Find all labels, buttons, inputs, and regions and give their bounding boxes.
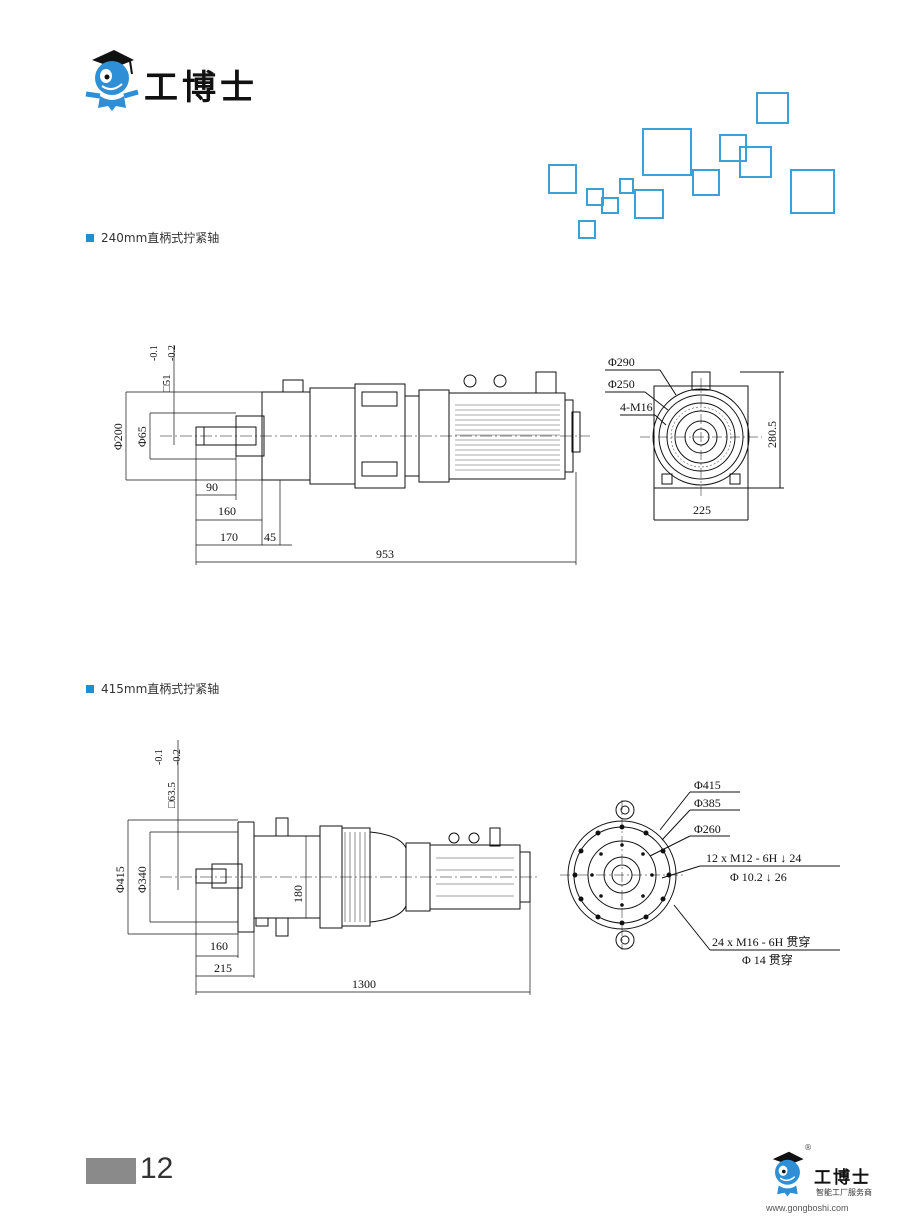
page-number: 12 (140, 1152, 174, 1185)
footer-brand-name: 工博士 (814, 1168, 871, 1188)
dim-len1300: 1300 (352, 977, 376, 991)
footer-logo: 工博士 ® 智能工厂服务商 www.gongboshi.com (764, 1143, 894, 1219)
note-thread-1a: 12 x M12 - 6H ↓ 24 (706, 851, 801, 865)
dim-tolerance-upper-2: -0.1 (154, 749, 165, 765)
technical-drawing-240: -0.1 -0.2 □51 Φ200 Φ65 90 160 170 45 953… (111, 345, 784, 565)
dim-dia65: Φ65 (135, 426, 149, 447)
dim-circle-385: Φ385 (694, 796, 721, 810)
dim-len180: 180 (291, 885, 305, 903)
section-title-2: 415mm直柄式拧紧轴 (101, 682, 220, 696)
dim-len953: 953 (376, 547, 394, 561)
dim-dia250: Φ250 (608, 377, 635, 391)
dim-len45: 45 (264, 530, 276, 544)
technical-drawing-415: -0.1 -0.2 □63.5 Φ415 Φ340 180 160 215 13… (113, 740, 840, 995)
section-heading-2: 415mm直柄式拧紧轴 (86, 680, 219, 697)
dim-dia340: Φ340 (135, 866, 149, 893)
dim-h280: 280.5 (765, 421, 779, 448)
dim-square-1: □51 (161, 374, 173, 392)
note-thread-2b: Φ 14 贯穿 (742, 952, 793, 967)
dim-dia290: Φ290 (608, 355, 635, 369)
dim-len170: 170 (220, 530, 238, 544)
section-heading-1: 240mm直柄式拧紧轴 (86, 229, 219, 246)
note-thread-2a: 24 x M16 - 6H 贯穿 (712, 934, 810, 949)
bullet-square-icon (86, 684, 94, 693)
dim-tolerance-lower-2: -0.2 (172, 749, 183, 765)
bullet-square-icon (86, 233, 94, 242)
dim-dia415: Φ415 (113, 866, 127, 893)
dim-len90: 90 (206, 480, 218, 494)
registered-mark: ® (804, 1143, 812, 1152)
note-thread-1b: Φ 10.2 ↓ 26 (730, 870, 787, 884)
header-logo: 工博士 (80, 46, 270, 116)
page-number-bar (86, 1158, 136, 1184)
mascot-icon (772, 1151, 804, 1197)
mascot-icon (85, 50, 139, 111)
dim-tolerance-upper-1: -0.1 (149, 345, 160, 361)
footer-subtitle: 智能工厂服务商 (816, 1188, 872, 1197)
dim-len215: 215 (214, 961, 232, 975)
dim-w225: 225 (693, 503, 711, 517)
dim-tolerance-lower-1: -0.2 (167, 345, 178, 361)
dim-dia200: Φ200 (111, 423, 125, 450)
dim-len160: 160 (218, 504, 236, 518)
dim-circle-415: Φ415 (694, 778, 721, 792)
dim-holes: 4-M16 (620, 400, 653, 414)
brand-name: 工博士 (144, 68, 258, 108)
dim-len160-b: 160 (210, 939, 228, 953)
footer-url[interactable]: www.gongboshi.com (766, 1203, 849, 1213)
dim-circle-260: Φ260 (694, 822, 721, 836)
dim-square-2: □63.5 (166, 782, 178, 808)
section-title-1: 240mm直柄式拧紧轴 (101, 231, 220, 245)
